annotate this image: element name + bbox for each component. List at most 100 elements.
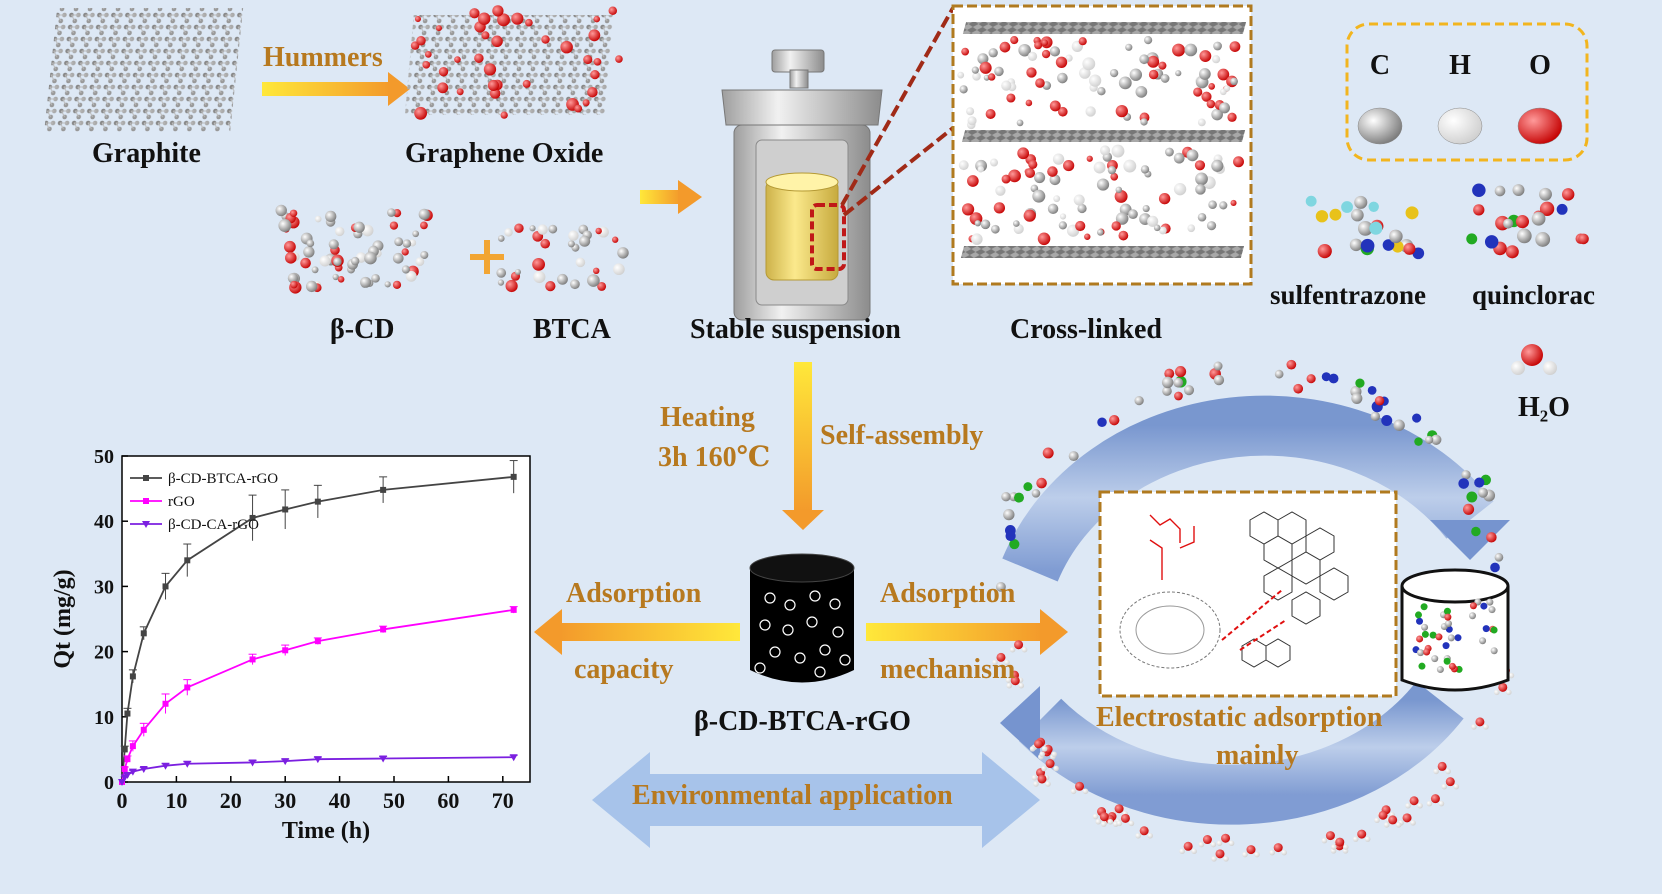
legend-symbol-O: O	[1529, 50, 1551, 81]
data-point	[509, 754, 518, 762]
data-point	[184, 557, 191, 564]
y-tick-label: 20	[94, 642, 114, 664]
data-point	[123, 771, 132, 779]
label-hummers: Hummers	[263, 42, 383, 73]
btca-linker	[1149, 514, 1195, 580]
hummers-arrow	[262, 72, 410, 106]
adsorbed-molecules	[1412, 598, 1498, 674]
interaction-line	[1221, 589, 1283, 641]
x-tick-label: 60	[437, 788, 459, 813]
legend-symbol-H: H	[1449, 50, 1471, 81]
data-point	[140, 630, 147, 637]
label-mainly: mainly	[1216, 740, 1299, 771]
x-tick-label: 30	[274, 788, 296, 813]
legend-atom-C	[1357, 107, 1403, 145]
y-tick-label: 0	[104, 772, 114, 794]
label-environmental-application: Environmental application	[632, 780, 953, 811]
graphene-oxide-structure	[404, 5, 623, 120]
legend-entry: rGO	[168, 494, 195, 510]
y-tick-label: 50	[94, 446, 114, 468]
label-adsorption-mechanism-1: Adsorption	[880, 578, 1016, 609]
data-point	[121, 765, 128, 772]
chart-series	[118, 460, 518, 786]
label-btca: BTCA	[533, 314, 611, 345]
data-point	[128, 768, 137, 776]
btca-molecule	[496, 223, 629, 293]
label-water: H₂O	[1518, 392, 1570, 423]
cross-linked-molecules	[957, 36, 1244, 246]
heating-arrow	[782, 362, 824, 530]
sulfentrazone-molecule	[1305, 195, 1425, 260]
data-point	[282, 506, 289, 513]
environmental-double-arrow	[592, 752, 1040, 848]
label-heating: Heating	[660, 402, 755, 433]
x-tick-label: 40	[329, 788, 351, 813]
label-heating-conditions: 3h 160℃	[658, 442, 771, 473]
pores	[754, 590, 851, 678]
adsorption-cycle	[992, 359, 1515, 862]
data-point	[380, 486, 387, 493]
chart-y-axis-label: Qt (mg/g)	[50, 569, 76, 668]
data-point	[510, 473, 517, 480]
mechanism-arrow	[866, 609, 1068, 655]
mechanism-box	[1098, 490, 1398, 698]
data-point	[510, 606, 517, 613]
product-cylinder	[749, 553, 855, 683]
water-molecule	[1511, 344, 1557, 375]
magnify-lines	[840, 7, 955, 217]
label-stable-suspension: Stable suspension	[690, 314, 901, 345]
label-graphene-oxide: Graphene Oxide	[405, 138, 604, 169]
label-adsorption-capacity-2: capacity	[574, 654, 674, 685]
data-point	[249, 514, 256, 521]
cross-linked-box	[951, 4, 1253, 286]
data-point	[129, 743, 136, 750]
data-point	[184, 684, 191, 691]
graphene-layer	[960, 22, 1247, 258]
data-point	[313, 756, 322, 764]
x-tick-label: 10	[165, 788, 187, 813]
data-point	[183, 760, 192, 768]
data-point	[121, 746, 128, 753]
x-tick-label: 70	[492, 788, 514, 813]
data-point	[282, 647, 289, 654]
data-point	[162, 700, 169, 707]
chart-x-axis-label: Time (h)	[282, 818, 370, 844]
legend-entry: β-CD-BTCA-rGO	[168, 471, 278, 487]
data-point	[314, 498, 321, 505]
label-adsorption-mechanism-2: mechanism	[880, 654, 1016, 685]
reactor-vessel	[721, 49, 883, 321]
graphite-structure	[44, 8, 244, 132]
y-tick-label: 10	[94, 707, 114, 729]
legend-atom-H	[1437, 107, 1483, 145]
data-point	[124, 756, 131, 763]
label-self-assembly: Self-assembly	[820, 420, 984, 451]
plus-sign	[470, 240, 504, 274]
legend-entry: β-CD-CA-rGO	[168, 517, 259, 533]
label-beta-cd: β-CD	[330, 314, 395, 345]
label-adsorption-capacity-1: Adsorption	[566, 578, 702, 609]
data-point	[139, 765, 148, 773]
cycle-molecules	[992, 359, 1515, 862]
chart-plot-area	[121, 455, 531, 783]
data-point	[380, 626, 387, 633]
label-quinclorac: quinclorac	[1472, 280, 1596, 310]
series-line-0	[121, 475, 514, 783]
data-point	[162, 583, 169, 590]
to-reactor-arrow	[640, 180, 702, 214]
data-point	[140, 726, 147, 733]
capacity-arrow	[534, 609, 740, 655]
quinclorac-molecule	[1466, 183, 1589, 259]
x-tick-label: 50	[383, 788, 405, 813]
legend-atom-O	[1517, 107, 1563, 145]
data-point	[314, 638, 321, 645]
data-point	[248, 759, 257, 767]
x-tick-label: 20	[220, 788, 242, 813]
x-tick-label: 0	[117, 788, 128, 813]
data-point	[124, 710, 131, 717]
data-point	[129, 673, 136, 680]
adsorbent-beaker	[1400, 568, 1510, 692]
